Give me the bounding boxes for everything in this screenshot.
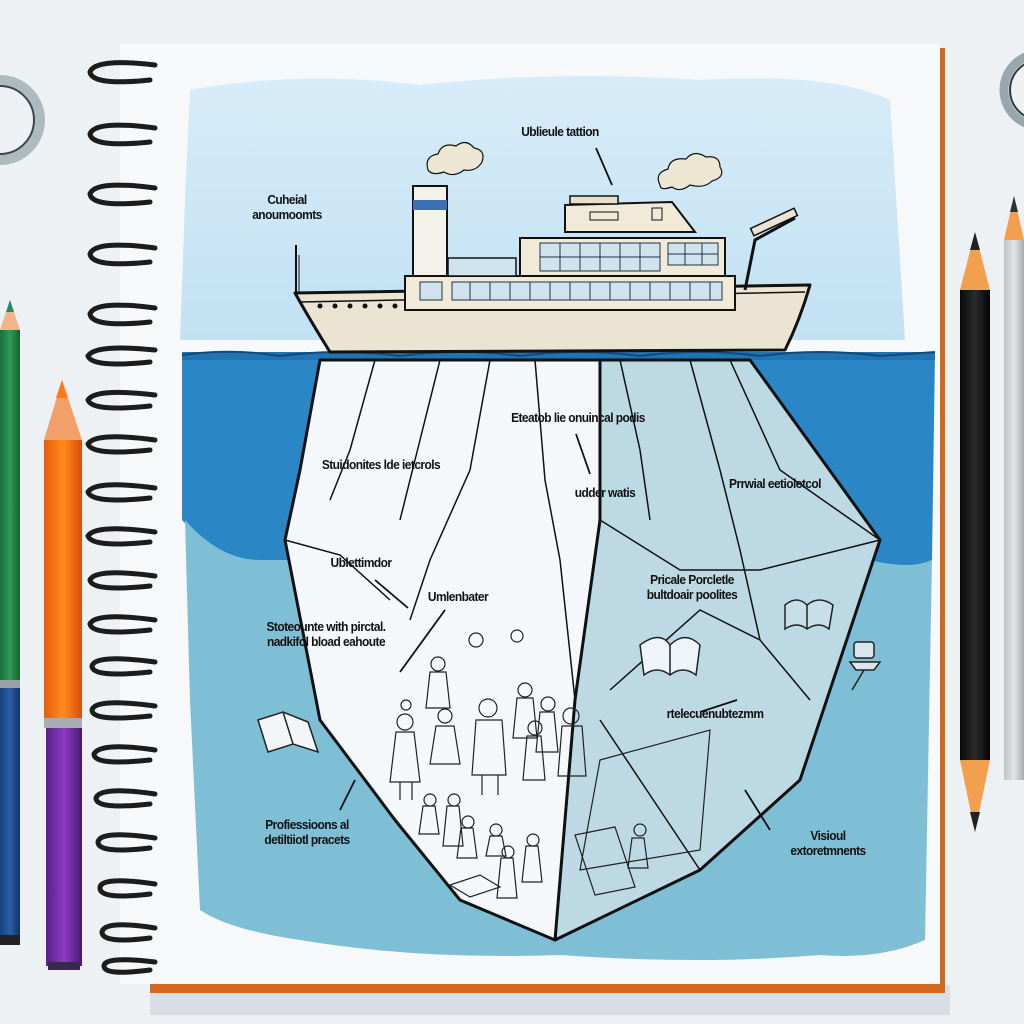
label-right-mid-line1: Pricale Porcletle bbox=[650, 572, 734, 587]
label-left-lower-line1: Stoteounte with pirctal. bbox=[266, 619, 387, 634]
label-right-upper: Prrwial eetioletcol bbox=[729, 476, 821, 491]
green-pencil bbox=[0, 300, 20, 945]
label-left-upper: Stuidonites lde ietcrols bbox=[321, 457, 441, 472]
label-bottom-right-line1: Visioul bbox=[810, 828, 846, 843]
orange-pencil bbox=[44, 380, 82, 970]
open-book-icon-middle bbox=[639, 636, 701, 677]
grey-pencil bbox=[1004, 196, 1024, 780]
label-left-lower-line2: nadkifol bload eahoute bbox=[266, 634, 386, 649]
label-right-mid: Pricale Porcletle bultdoair poolites bbox=[628, 572, 757, 602]
label-left-mid: Ublettimdor bbox=[330, 555, 392, 570]
black-pencil bbox=[960, 232, 990, 832]
people-sketch bbox=[389, 629, 587, 899]
label-center-mid: udder watis bbox=[574, 485, 636, 500]
label-right-lower: rtelecuenubtezmm bbox=[666, 706, 764, 721]
label-top: Ublieule tattion bbox=[521, 124, 599, 139]
label-ship-left: Cuheial anoumoomts bbox=[236, 192, 337, 222]
label-center-lower: Umlenbater bbox=[427, 589, 489, 604]
open-book-icon-left bbox=[257, 711, 320, 754]
cloud-right bbox=[657, 152, 723, 191]
label-center-upper: Eteatob lie onuincal podis bbox=[511, 410, 645, 425]
label-bottom-right: Visioul extoretmnents bbox=[773, 828, 883, 858]
label-bottom-left: Profiessioons al detiltiiotl pracets bbox=[238, 817, 376, 847]
label-ship-left-line1: Cuheial bbox=[267, 192, 307, 207]
label-ship-left-line2: anoumoomts bbox=[252, 207, 322, 222]
label-bottom-left-line2: detiltiiotl pracets bbox=[264, 832, 350, 847]
exhibit-board-sketch bbox=[574, 729, 711, 896]
label-right-mid-line2: bultdoair poolites bbox=[646, 587, 738, 602]
magnifier-ring-left bbox=[0, 75, 45, 165]
label-bottom-right-line2: extoretmnents bbox=[790, 843, 866, 858]
telescope-icon bbox=[848, 641, 882, 691]
ring-right bbox=[999, 52, 1024, 128]
cloud-left bbox=[426, 141, 484, 176]
spiral-binding bbox=[85, 60, 158, 975]
ship-illustration bbox=[293, 185, 812, 354]
label-bottom-left-line1: Profiessioons al bbox=[265, 817, 349, 832]
label-left-lower: Stoteounte with pirctal. nadkifol bload … bbox=[243, 619, 409, 649]
open-book-icon-right bbox=[784, 599, 834, 631]
